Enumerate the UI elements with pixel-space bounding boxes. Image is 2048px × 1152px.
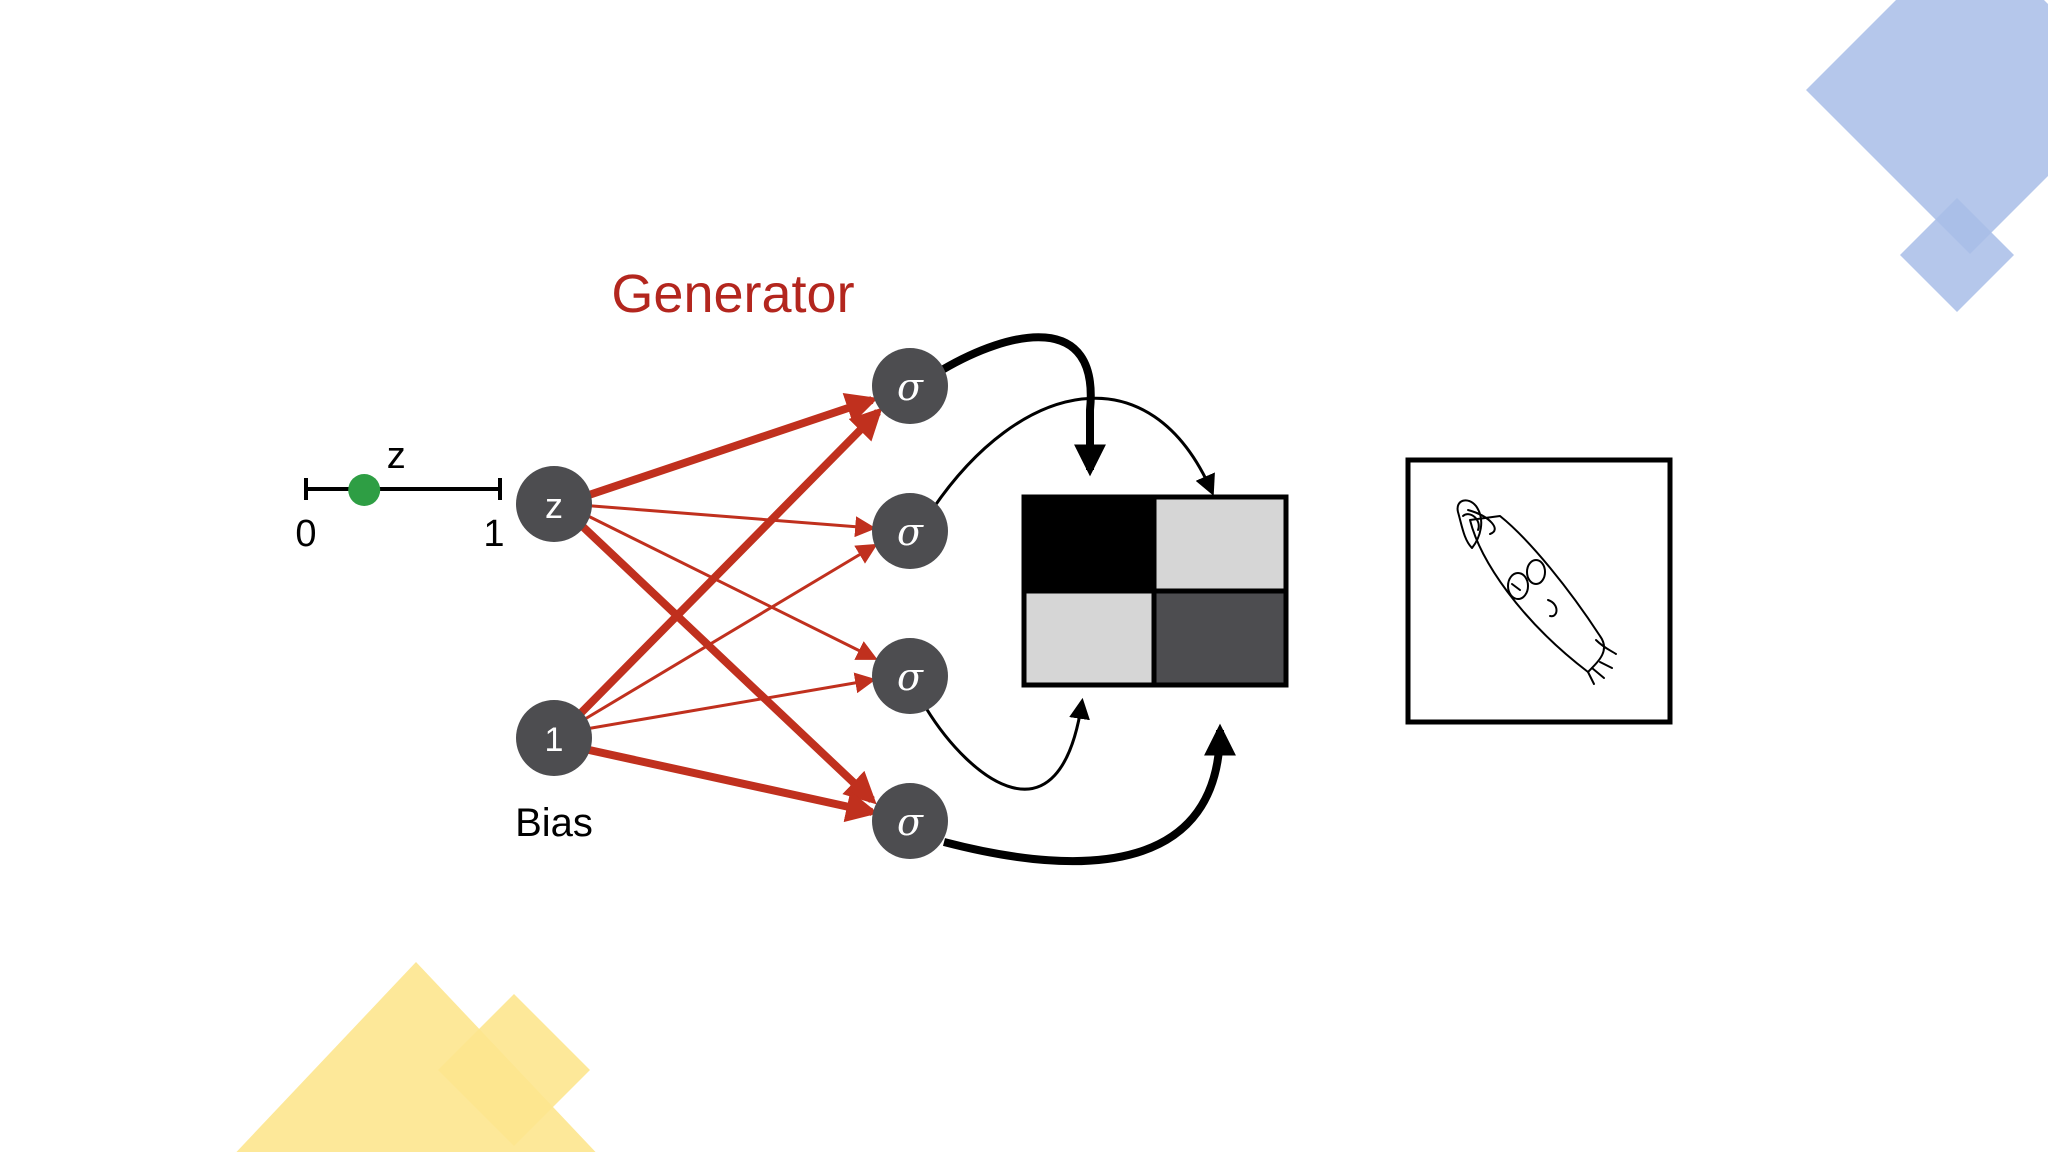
slider-min-label: 0 bbox=[295, 513, 316, 555]
input-node-z-circle bbox=[516, 466, 592, 542]
weights-thick bbox=[573, 392, 883, 823]
output-arrows bbox=[924, 333, 1236, 865]
output-sigma3-to-bottom-left bbox=[924, 697, 1090, 791]
grid-cell-bottom-right bbox=[1151, 588, 1289, 688]
slider-variable-label: z bbox=[387, 435, 406, 477]
bias-caption: Bias bbox=[515, 801, 593, 845]
output-sigma1-to-top-left bbox=[939, 333, 1106, 477]
weight-z-to-sigma1 bbox=[578, 392, 879, 502]
weights-thin bbox=[579, 503, 878, 732]
sigma-node-4: σ bbox=[872, 783, 948, 859]
weight-bias-to-sigma4 bbox=[579, 744, 879, 823]
weight-z-to-sigma3 bbox=[579, 510, 878, 660]
diagram-title: Generator bbox=[611, 264, 854, 324]
slider-point bbox=[348, 474, 381, 506]
grid-cell-bottom-left bbox=[1021, 588, 1157, 688]
pixel-grid bbox=[1021, 494, 1289, 688]
z-slider: z 0 1 bbox=[295, 435, 504, 555]
weight-z-to-sigma2 bbox=[579, 503, 877, 538]
decor-blue-diamonds bbox=[1806, 0, 2048, 312]
sigma-node-1: σ bbox=[872, 348, 948, 424]
weight-bias-to-sigma2 bbox=[579, 543, 878, 724]
weight-bias-to-sigma3 bbox=[579, 672, 877, 732]
sketch-frame bbox=[1405, 457, 1673, 725]
sigma-node-2-circle bbox=[872, 493, 948, 569]
grid-cell-top-right bbox=[1151, 494, 1289, 594]
output-sigma4-to-bottom-right bbox=[942, 723, 1236, 865]
sigma-node-2-label: σ bbox=[897, 510, 924, 554]
hand-drawn-sketch-icon bbox=[1456, 499, 1617, 685]
sigma-node-3-circle bbox=[872, 638, 948, 714]
bias-node-label: 1 bbox=[545, 721, 564, 759]
bias-node-circle bbox=[516, 700, 592, 776]
decor-yellow-diamond-small bbox=[438, 994, 590, 1146]
output-sigma2-to-top-right bbox=[930, 396, 1215, 511]
sigma-node-3-label: σ bbox=[897, 655, 924, 699]
slider-max-label: 1 bbox=[483, 513, 504, 555]
input-node-z-label: z bbox=[545, 485, 563, 526]
decor-blue-diamond-large bbox=[1806, 0, 2048, 254]
sigma-node-3: σ bbox=[872, 638, 948, 714]
sigma-node-4-circle bbox=[872, 783, 948, 859]
bias-node: 1 bbox=[516, 700, 592, 776]
weight-bias-to-sigma1 bbox=[573, 407, 883, 721]
sigma-node-1-circle bbox=[872, 348, 948, 424]
sigma-node-1-label: σ bbox=[897, 365, 924, 409]
sketch-panel bbox=[1405, 457, 1673, 725]
sigma-node-2: σ bbox=[872, 493, 948, 569]
grid-cell-top-left bbox=[1021, 494, 1157, 594]
decor-yellow-diamonds bbox=[236, 962, 596, 1152]
weight-z-to-sigma4 bbox=[577, 521, 877, 805]
sigma-node-4-label: σ bbox=[897, 800, 924, 844]
input-node-z: z bbox=[516, 466, 592, 542]
decor-blue-diamond-small bbox=[1900, 198, 2014, 312]
